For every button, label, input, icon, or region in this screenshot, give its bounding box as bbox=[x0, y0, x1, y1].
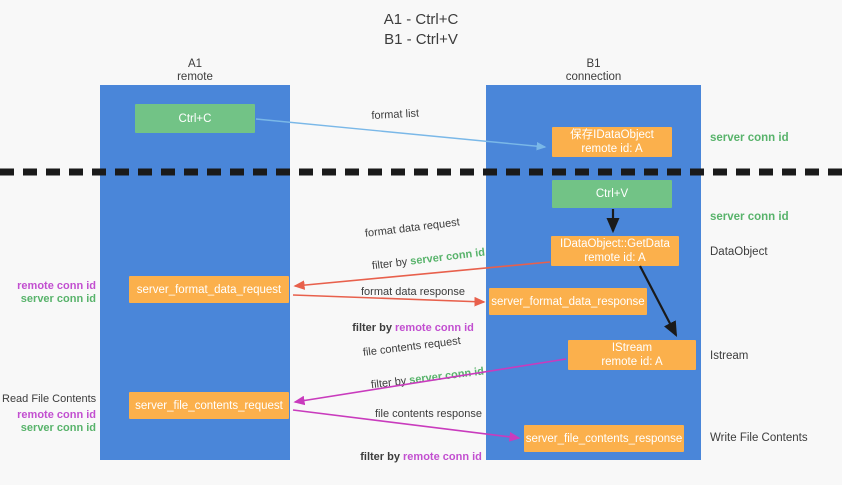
box-server-file-contents-request[interactable]: server_file_contents_request bbox=[129, 392, 289, 419]
filter-prefix: filter by bbox=[370, 374, 411, 392]
lane-header-a1: A1 remote bbox=[177, 58, 213, 83]
filter-prefix: filter by bbox=[360, 451, 404, 463]
arrow-label-format-data-response: format data response bbox=[361, 286, 465, 298]
label-remote-conn-id-1: remote conn id bbox=[17, 280, 96, 292]
label-server-conn-id-mid: server conn id bbox=[710, 211, 789, 223]
box-istream[interactable]: IStream remote id: A bbox=[568, 340, 696, 370]
lane-header-b1: B1 connection bbox=[565, 58, 622, 83]
box-server-format-data-request-label: server_format_data_request bbox=[136, 283, 282, 296]
label-server-conn-id-1: server conn id bbox=[20, 293, 96, 305]
box-ctrl-v-label: Ctrl+V bbox=[595, 188, 629, 200]
box-ctrl-c[interactable]: Ctrl+C bbox=[135, 104, 255, 133]
box-istream-line2: remote id: A bbox=[601, 356, 663, 368]
label-server-conn-id-2: server conn id bbox=[20, 422, 96, 434]
filter-value-remote-conn-id: remote conn id bbox=[395, 322, 474, 334]
box-server-file-contents-response[interactable]: server_file_contents_response bbox=[524, 425, 684, 452]
box-save-idataobject-line2: remote id: A bbox=[581, 143, 643, 155]
filter-value-server-conn-id: server conn id bbox=[409, 246, 486, 268]
filter-value-remote-conn-id: remote conn id bbox=[403, 451, 482, 463]
box-ctrl-v[interactable]: Ctrl+V bbox=[552, 180, 672, 208]
page-title: A1 - Ctrl+C B1 - Ctrl+V bbox=[383, 11, 459, 48]
filter-prefix: filter by bbox=[371, 255, 412, 273]
box-server-format-data-response[interactable]: server_format_data_response bbox=[489, 288, 647, 315]
arrow-label-file-contents-response-filter: filter by remote conn id bbox=[348, 433, 482, 481]
arrow-label-file-contents-response: file contents response bbox=[375, 408, 483, 420]
box-idataobject-getdata-line2: remote id: A bbox=[584, 252, 646, 264]
box-server-format-data-request[interactable]: server_format_data_request bbox=[129, 276, 289, 303]
box-save-idataobject[interactable]: 保存IDataObject remote id: A bbox=[552, 127, 672, 157]
filter-value-server-conn-id: server conn id bbox=[408, 365, 485, 387]
box-server-format-data-response-label: server_format_data_response bbox=[491, 295, 645, 308]
arrow-label-format-list: format list bbox=[371, 107, 420, 122]
label-remote-conn-id-2: remote conn id bbox=[17, 409, 96, 421]
label-server-conn-id-top: server conn id bbox=[710, 132, 789, 144]
box-idataobject-getdata-line1: IDataObject::GetData bbox=[560, 238, 670, 250]
box-idataobject-getdata[interactable]: IDataObject::GetData remote id: A bbox=[551, 236, 679, 266]
box-save-idataobject-line1: 保存IDataObject bbox=[570, 129, 654, 141]
box-ctrl-c-label: Ctrl+C bbox=[178, 112, 212, 125]
label-write-file-contents: Write File Contents bbox=[710, 432, 808, 444]
box-server-file-contents-response-label: server_file_contents_response bbox=[525, 432, 683, 445]
filter-prefix: filter by bbox=[352, 322, 396, 334]
label-dataobject: DataObject bbox=[710, 246, 768, 258]
box-server-file-contents-request-label: server_file_contents_request bbox=[135, 399, 283, 412]
label-read-file-contents: Read File Contents bbox=[2, 393, 97, 405]
label-istream: Istream bbox=[710, 350, 749, 362]
box-istream-line1: IStream bbox=[611, 342, 653, 354]
arrow-label-format-data-response-filter: filter by remote conn id bbox=[340, 304, 474, 352]
